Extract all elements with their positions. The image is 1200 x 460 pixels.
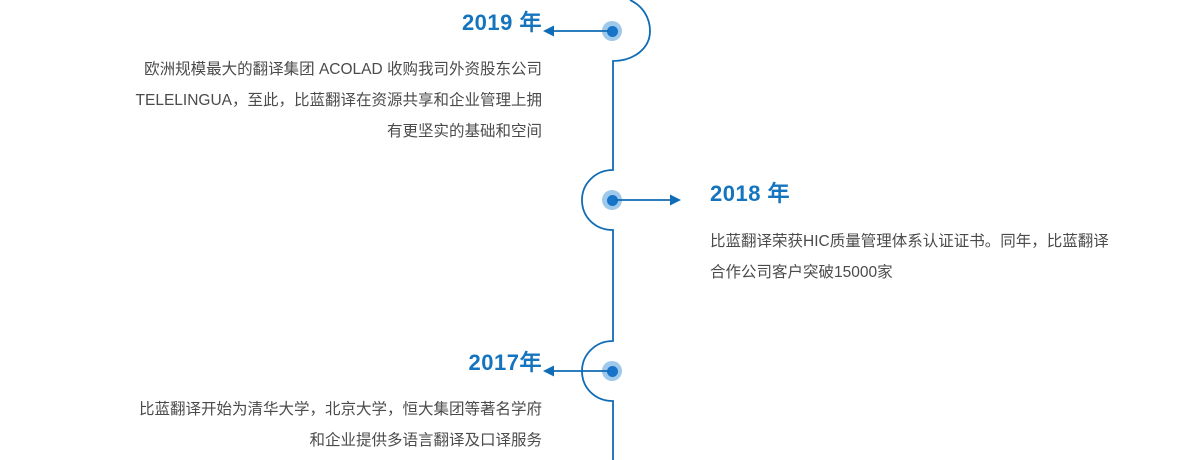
timeline-year-2018: 2018 年 (710, 181, 791, 206)
description-line: TELELINGUA，至此，比蓝翻译在资源共享和企业管理上拥 (135, 92, 542, 109)
timeline-spine (581, 0, 651, 460)
connector-arrow-2019 (543, 24, 609, 38)
timeline-description-2019: 欧洲规模最大的翻译集团 ACOLAD 收购我司外资股东公司 TELELINGUA… (0, 54, 542, 147)
arrow-left-icon (543, 25, 554, 37)
description-line: 合作公司客户突破15000家 (710, 264, 893, 281)
connector-arrow-2017 (543, 364, 609, 378)
timeline-node-2018[interactable] (602, 190, 622, 210)
timeline-node-2019[interactable] (602, 21, 622, 41)
arrow-right-icon (670, 194, 681, 206)
description-line: 欧洲规模最大的翻译集团 ACOLAD 收购我司外资股东公司 (144, 61, 542, 78)
connector-arrow-2018 (615, 193, 681, 207)
timeline-year-2019: 2019 年 (461, 10, 542, 35)
description-line: 有更坚实的基础和空间 (386, 123, 542, 140)
description-line: 比蓝翻译荣获HIC质量管理体系认证证书。同年，比蓝翻译 (710, 233, 1109, 250)
timeline-entry-2019: 2019 年 欧洲规模最大的翻译集团 ACOLAD 收购我司外资股东公司 TEL… (0, 12, 542, 147)
description-line: 和企业提供多语言翻译及口译服务 (309, 432, 542, 449)
timeline-description-2018: 比蓝翻译荣获HIC质量管理体系认证证书。同年，比蓝翻译 合作公司客户突破1500… (710, 226, 1200, 288)
timeline-description-2017: 比蓝翻译开始为清华大学，北京大学，恒大集团等著名学府 和企业提供多语言翻译及口译… (0, 394, 542, 456)
timeline-entry-2017: 2017年 比蓝翻译开始为清华大学，北京大学，恒大集团等著名学府 和企业提供多语… (0, 352, 542, 456)
timeline-node-2017[interactable] (602, 361, 622, 381)
timeline-entry-2018: 2018 年 比蓝翻译荣获HIC质量管理体系认证证书。同年，比蓝翻译 合作公司客… (710, 183, 1200, 288)
arrow-left-icon (543, 365, 554, 377)
description-line: 比蓝翻译开始为清华大学，北京大学，恒大集团等著名学府 (138, 401, 542, 418)
timeline-year-2017: 2017年 (468, 350, 542, 375)
